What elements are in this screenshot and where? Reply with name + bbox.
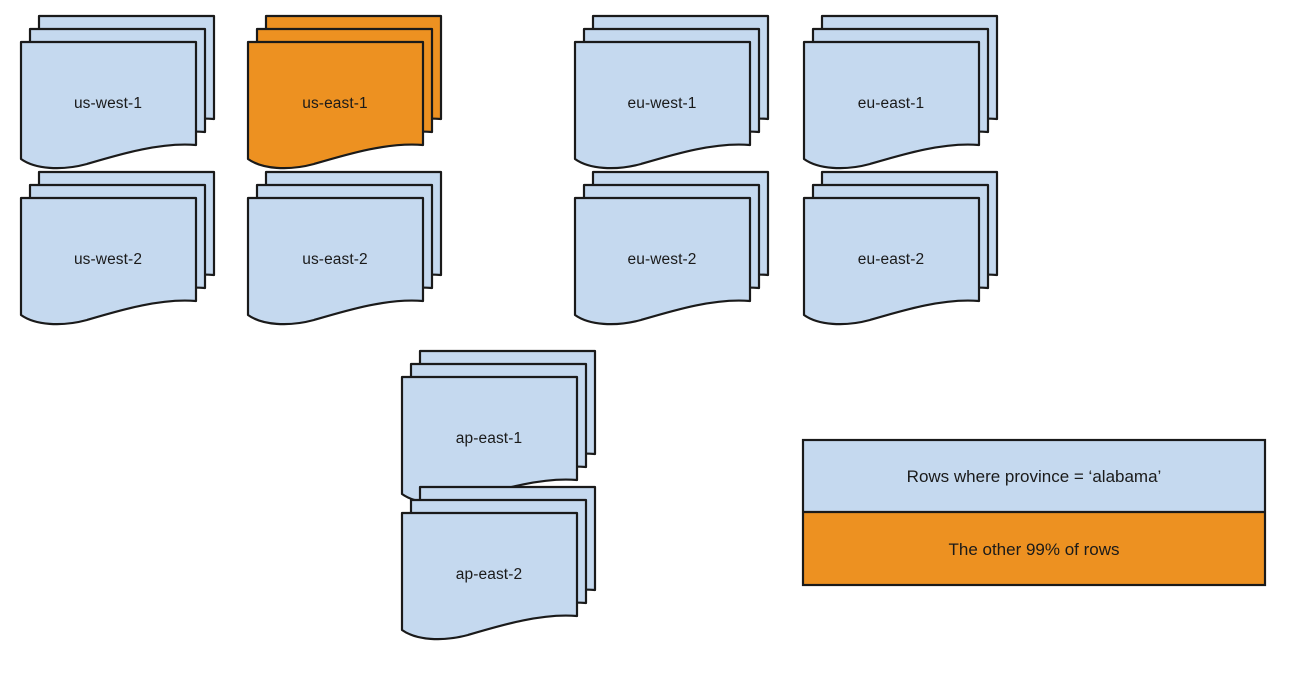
document-sheet-front bbox=[19, 196, 198, 326]
document-sheet-front bbox=[19, 40, 198, 170]
document-stack-us-east-1[interactable] bbox=[246, 14, 443, 170]
document-stack-us-west-1[interactable] bbox=[19, 14, 216, 170]
document-sheet-front bbox=[400, 375, 579, 505]
document-stack-us-east-2[interactable] bbox=[246, 170, 443, 326]
document-stack-eu-east-2[interactable] bbox=[802, 170, 999, 326]
document-stack-ap-east-1[interactable] bbox=[400, 349, 597, 505]
document-stack-eu-east-1[interactable] bbox=[802, 14, 999, 170]
document-stack-us-west-2[interactable] bbox=[19, 170, 216, 326]
document-sheet-front bbox=[400, 511, 579, 641]
document-sheet-front bbox=[246, 196, 425, 326]
document-sheet-front bbox=[573, 40, 752, 170]
document-sheet-front bbox=[802, 40, 981, 170]
document-stack-ap-east-2[interactable] bbox=[400, 485, 597, 641]
document-sheet-front bbox=[802, 196, 981, 326]
legend-layer bbox=[801, 438, 1267, 587]
document-sheet-front bbox=[246, 40, 425, 170]
document-stack-eu-west-1[interactable] bbox=[573, 14, 770, 170]
document-sheet-front bbox=[573, 196, 752, 326]
document-stack-eu-west-2[interactable] bbox=[573, 170, 770, 326]
legend-swatch-blue bbox=[803, 440, 1265, 512]
legend-swatch-orange bbox=[803, 512, 1265, 585]
